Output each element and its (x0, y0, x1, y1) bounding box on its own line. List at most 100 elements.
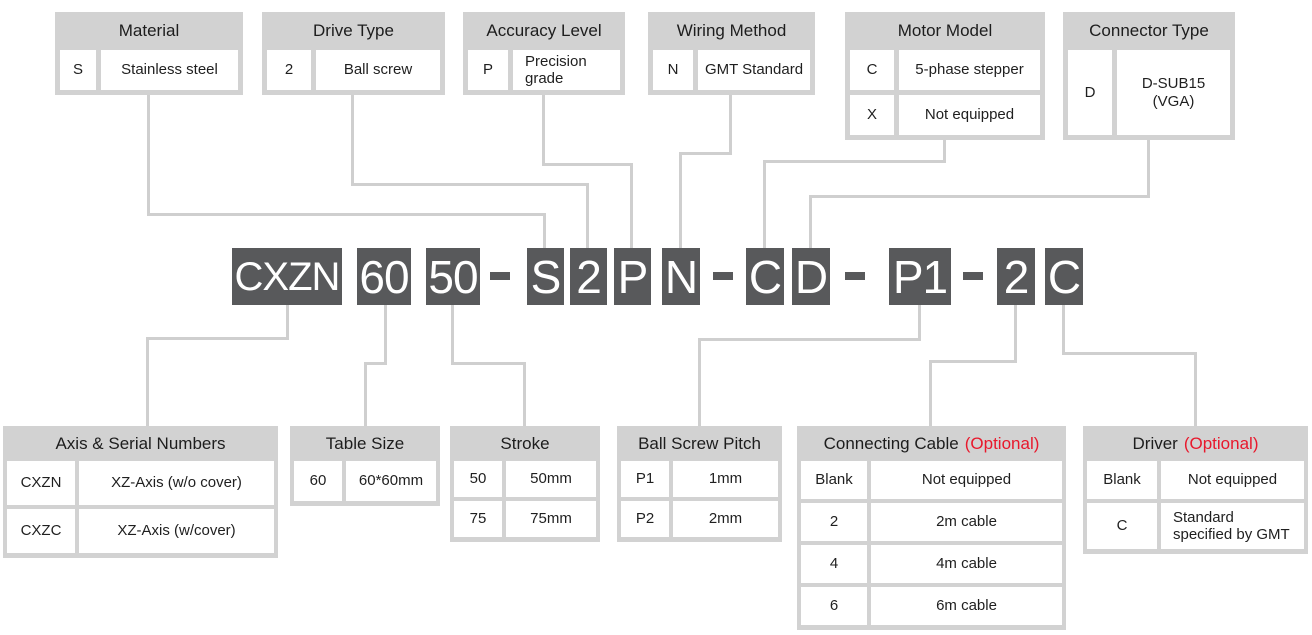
description-cell: 75mm (506, 501, 596, 537)
dash-separator (963, 272, 983, 280)
optional-label: (Optional) (1183, 433, 1259, 453)
line-segment (698, 338, 701, 426)
legend-title-text: Driver (1132, 433, 1178, 453)
code-block-material: S (527, 248, 564, 305)
line-segment (384, 305, 387, 365)
optional-label: (Optional) (964, 433, 1040, 453)
line-segment (351, 95, 354, 186)
legend-box-table-size: Table Size 60 60*60mm (290, 426, 440, 506)
code-block-stroke: 50 (426, 248, 480, 305)
code-cell: 4 (801, 545, 867, 583)
code-cell: N (653, 50, 693, 90)
dash-separator (490, 272, 510, 280)
legend-row: CXZC XZ-Axis (w/cover) (7, 509, 274, 553)
description-cell: 6m cable (871, 587, 1062, 625)
legend-box-connector-type: Connector Type D D-SUB15 (VGA) (1063, 12, 1235, 140)
line-segment (918, 305, 921, 341)
legend-row: 4 4m cable (801, 545, 1062, 583)
code-block-connector-type: D (792, 248, 830, 305)
line-segment (1194, 352, 1197, 426)
line-segment (146, 337, 289, 340)
legend-row: C Standard specified by GMT (1087, 503, 1304, 549)
line-segment (698, 338, 921, 341)
description-cell: XZ-Axis (w/o cover) (79, 461, 274, 505)
legend-title: Motor Model (897, 21, 993, 40)
line-segment (630, 163, 633, 250)
legend-title-text: Connecting Cable (823, 433, 959, 453)
code-block-wiring: N (662, 248, 700, 305)
line-segment (351, 183, 589, 186)
code-cell: 75 (454, 501, 502, 537)
code-cell: 60 (294, 461, 342, 501)
description-cell: Ball screw (316, 50, 440, 90)
line-segment (929, 360, 932, 426)
dash-separator (845, 272, 865, 280)
code-block-accuracy: P (614, 248, 651, 305)
code-cell: 2 (801, 503, 867, 541)
code-cell: CXZN (7, 461, 75, 505)
code-block-drive-type: 2 (570, 248, 607, 305)
line-segment (763, 160, 946, 163)
code-cell: P2 (621, 501, 669, 537)
legend-row: S Stainless steel (60, 50, 238, 90)
description-cell: Not equipped (1161, 461, 1304, 499)
code-block-driver: C (1045, 248, 1083, 305)
description-cell: 4m cable (871, 545, 1062, 583)
legend-box-ball-screw-pitch: Ball Screw Pitch P1 1mm P2 2mm (617, 426, 782, 542)
legend-row: D D-SUB15 (VGA) (1068, 50, 1230, 135)
legend-title: Connecting Cable (Optional) (797, 426, 1066, 461)
legend-title: Ball Screw Pitch (638, 433, 761, 453)
legend-row: C 5-phase stepper (850, 50, 1040, 90)
line-segment (809, 195, 1150, 198)
legend-box-driver: Driver (Optional) Blank Not equipped C S… (1083, 426, 1308, 554)
line-segment (286, 305, 289, 340)
legend-row: Blank Not equipped (1087, 461, 1304, 499)
code-block-cable: 2 (997, 248, 1035, 305)
legend-title: Material (118, 21, 180, 40)
code-cell: C (850, 50, 894, 90)
description-cell: Stainless steel (101, 50, 238, 90)
description-cell: 5-phase stepper (899, 50, 1040, 90)
legend-title: Drive Type (313, 21, 394, 40)
description-cell: GMT Standard (698, 50, 810, 90)
line-segment (364, 362, 387, 365)
line-segment (451, 305, 454, 365)
legend-row: 60 60*60mm (294, 461, 436, 501)
line-segment (542, 95, 545, 166)
code-cell: P (468, 50, 508, 90)
legend-row: Blank Not equipped (801, 461, 1062, 499)
line-segment (729, 95, 732, 155)
legend-row: P Precision grade (468, 50, 620, 90)
code-block-series: CXZN (232, 248, 342, 305)
legend-title: Table Size (325, 433, 405, 453)
line-segment (542, 163, 633, 166)
legend-row: X Not equipped (850, 95, 1040, 135)
code-cell: X (850, 95, 894, 135)
description-cell: Not equipped (899, 95, 1040, 135)
line-segment (1062, 352, 1197, 355)
description-cell: 2mm (673, 501, 778, 537)
line-segment (1062, 305, 1065, 355)
legend-row: 75 75mm (454, 501, 596, 537)
line-segment (1014, 305, 1017, 363)
line-segment (679, 152, 732, 155)
legend-row: N GMT Standard (653, 50, 810, 90)
legend-box-axis-serial: Axis & Serial Numbers CXZN XZ-Axis (w/o … (3, 426, 278, 558)
legend-title: Axis & Serial Numbers (55, 433, 226, 453)
description-cell: XZ-Axis (w/cover) (79, 509, 274, 553)
line-segment (929, 360, 1017, 363)
legend-row: 2 Ball screw (267, 50, 440, 90)
code-cell: 2 (267, 50, 311, 90)
line-segment (809, 195, 812, 250)
code-cell: C (1087, 503, 1157, 549)
code-block-table-size: 60 (357, 248, 411, 305)
code-block-motor: C (746, 248, 784, 305)
legend-box-wiring-method: Wiring Method N GMT Standard (648, 12, 815, 95)
line-segment (146, 337, 149, 426)
description-cell: Standard specified by GMT (1161, 503, 1304, 549)
legend-row: 50 50mm (454, 461, 596, 497)
code-cell: D (1068, 50, 1112, 135)
description-cell: 60*60mm (346, 461, 436, 501)
description-cell: 50mm (506, 461, 596, 497)
legend-title: Accuracy Level (486, 21, 602, 40)
